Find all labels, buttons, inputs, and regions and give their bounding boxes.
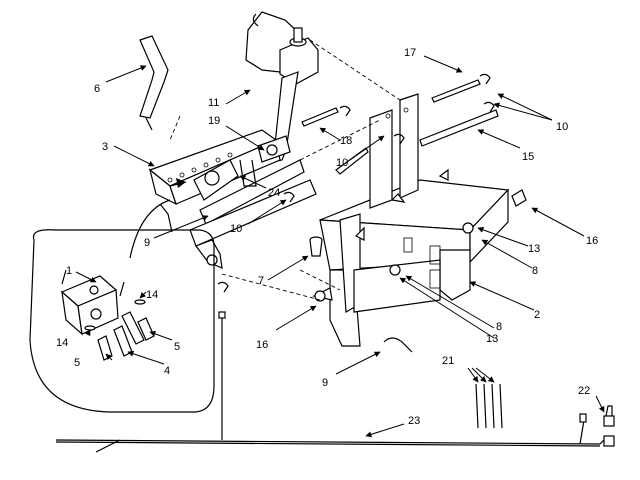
main-frame-part — [319, 93, 510, 347]
hidden-line — [221, 273, 321, 301]
callout-3: 3 — [102, 141, 108, 153]
callout-2: 2 — [534, 309, 540, 321]
lift-bracket-part — [148, 129, 317, 269]
callout-10-lower: 10 — [230, 223, 242, 235]
callout-labels: 6 11 19 3 18 10 17 10 15 24 9 10 16 13 8… — [56, 47, 598, 427]
callout-13-upper: 13 — [528, 243, 540, 255]
harness-part — [55, 311, 615, 453]
callout-5-left: 5 — [74, 357, 80, 369]
cable-ties-part — [475, 383, 503, 429]
callout-1: 1 — [66, 265, 72, 277]
callout-22: 22 — [578, 385, 590, 397]
switch-part — [603, 405, 615, 427]
hidden-line — [309, 39, 401, 101]
callout-10-right: 10 — [556, 121, 568, 133]
callout-9-bottom: 9 — [322, 377, 328, 389]
callout-23: 23 — [408, 415, 420, 427]
callout-14-upper: 14 — [146, 289, 158, 301]
callout-4: 4 — [164, 365, 170, 377]
hidden-line — [169, 115, 181, 141]
hidden-line — [299, 269, 341, 291]
callout-14-lower: 14 — [56, 337, 68, 349]
bolt-7-part — [309, 236, 323, 257]
callout-13-lower: 13 — [486, 333, 498, 345]
bracket-arrowhead — [176, 178, 186, 188]
callout-8-lower: 8 — [496, 321, 502, 333]
callout-17: 17 — [404, 47, 416, 59]
callout-5-right: 5 — [174, 341, 180, 353]
callout-24: 24 — [268, 187, 280, 199]
callout-10-upper: 10 — [336, 157, 348, 169]
callout-19: 19 — [208, 115, 220, 127]
handle-part — [139, 35, 169, 131]
callout-7: 7 — [258, 275, 264, 287]
leader-lines — [75, 55, 605, 438]
callout-16-left: 16 — [256, 339, 268, 351]
callout-9-left: 9 — [144, 237, 150, 249]
callout-8-upper: 8 — [532, 265, 538, 277]
callout-11: 11 — [208, 97, 219, 109]
inset-detail — [29, 199, 215, 413]
callout-18: 18 — [340, 135, 352, 147]
callout-16-right: 16 — [586, 235, 598, 247]
callout-15: 15 — [522, 151, 534, 163]
callout-21: 21 — [442, 355, 454, 367]
clips-part — [217, 73, 495, 353]
callout-6: 6 — [94, 83, 100, 95]
